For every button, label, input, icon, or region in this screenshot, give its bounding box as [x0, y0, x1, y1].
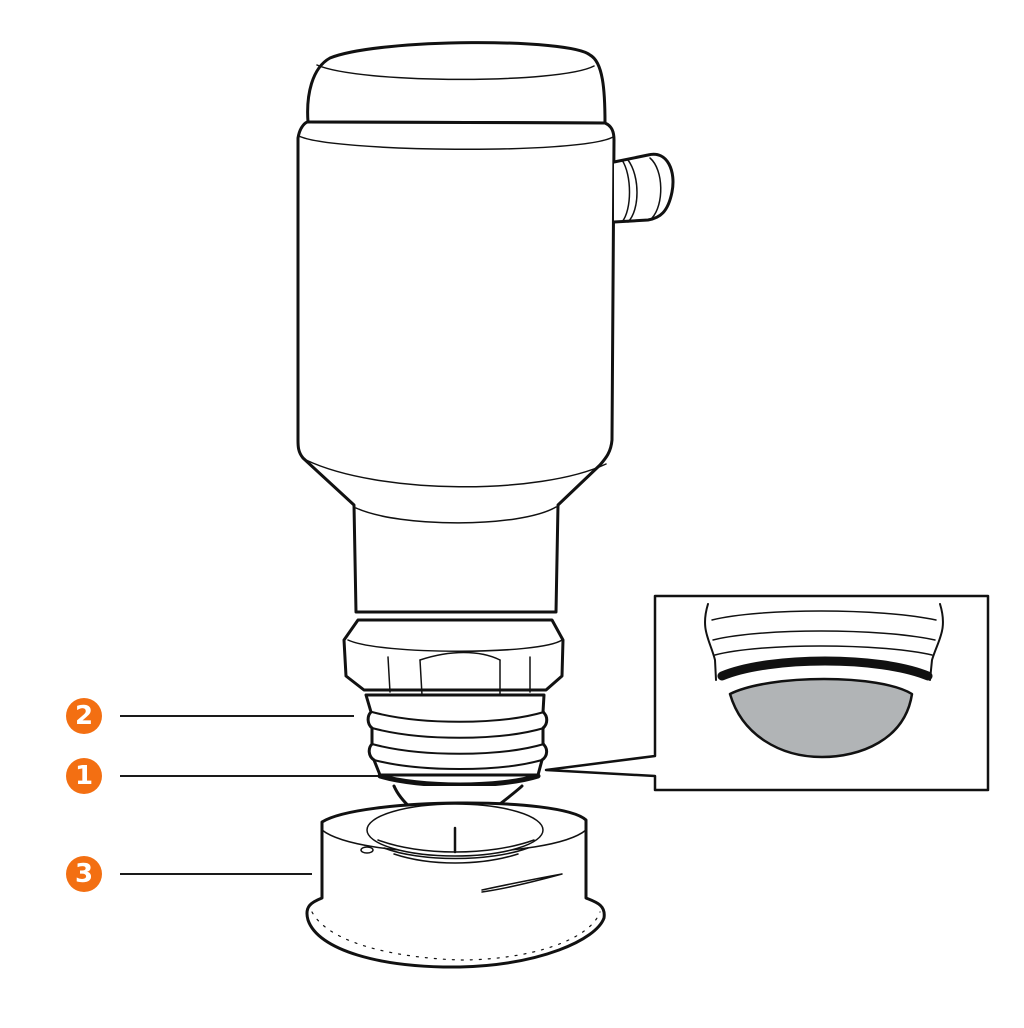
callout-badge-3: 3	[66, 856, 102, 892]
callout-badge-1: 1	[66, 758, 102, 794]
leader-line-3	[120, 873, 312, 875]
leader-line-2	[120, 715, 354, 717]
housing-body	[296, 120, 616, 614]
side-connector	[612, 152, 675, 224]
sensor-dome-detail	[728, 677, 914, 759]
weld-in-socket	[305, 801, 606, 969]
process-thread	[364, 693, 549, 777]
callout-badge-2: 2	[66, 698, 102, 734]
hex-nut	[342, 618, 565, 701]
housing-cap	[306, 41, 607, 125]
detail-inset	[544, 594, 990, 792]
leader-line-1	[120, 775, 378, 777]
